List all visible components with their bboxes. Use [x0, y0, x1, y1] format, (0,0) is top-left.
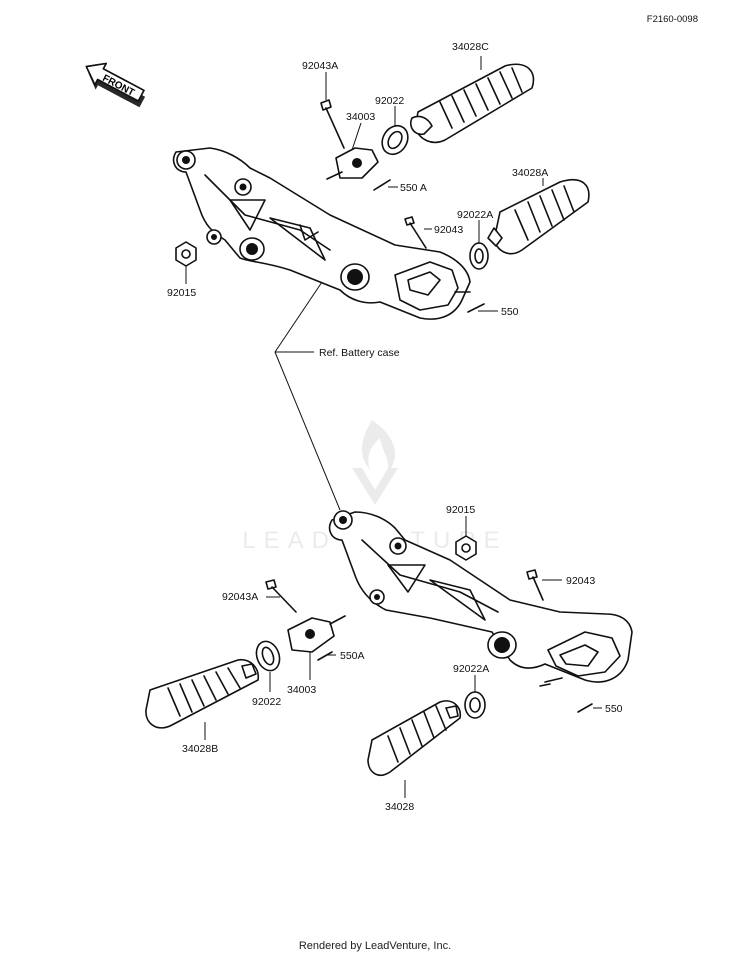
label-92043A-lower: 92043A	[222, 591, 258, 603]
label-34028C: 34028C	[452, 41, 489, 53]
lower-cotter-550A	[317, 651, 333, 661]
upper-pivot-34003	[326, 147, 379, 180]
lower-washer-92022	[255, 640, 281, 672]
upper-footpeg-rubber-34028C	[409, 63, 535, 144]
label-550A-upper: 550 A	[400, 182, 427, 194]
lower-bracket	[328, 510, 633, 687]
upper-nut-92015	[175, 241, 197, 267]
ref-battery-case-note: Ref. Battery case	[319, 347, 400, 359]
lower-footpeg-rubber-34028B	[145, 658, 260, 729]
lower-leaders	[204, 516, 602, 798]
label-92022-upper: 92022	[375, 95, 404, 107]
label-34003-lower: 34003	[287, 684, 316, 696]
lower-washer-92022A	[464, 691, 486, 719]
label-550A-lower: 550A	[340, 650, 365, 662]
label-92043-upper: 92043	[434, 224, 463, 236]
label-550-lower: 550	[605, 703, 623, 715]
label-92022A-upper: 92022A	[457, 209, 493, 221]
lower-nut-92015	[455, 535, 477, 561]
lower-pivot-34003	[287, 615, 346, 653]
upper-bolt-92043	[404, 216, 427, 249]
front-arrow-icon: FRONT	[85, 62, 146, 108]
upper-washer-92022	[381, 124, 409, 156]
label-34028: 34028	[385, 801, 414, 813]
label-92022A-lower: 92022A	[453, 663, 489, 675]
label-550-upper: 550	[501, 306, 519, 318]
label-34003-upper: 34003	[346, 111, 375, 123]
label-92043A-upper: 92043A	[302, 60, 338, 72]
label-92043-lower: 92043	[566, 575, 595, 587]
upper-bolt-92043A	[320, 99, 345, 149]
upper-bracket	[172, 147, 471, 320]
upper-cotter-550A	[373, 179, 391, 191]
label-92022-lower: 92022	[252, 696, 281, 708]
battery-case-reference-lines	[274, 281, 341, 511]
upper-leaders	[185, 56, 544, 312]
lower-bolt-92043A	[265, 579, 297, 613]
footer-credit: Rendered by LeadVenture, Inc.	[298, 940, 452, 952]
upper-cotter-550	[467, 303, 485, 313]
label-92015-upper: 92015	[167, 287, 196, 299]
upper-footpeg-rubber-34028A	[487, 178, 590, 255]
label-34028A: 34028A	[512, 167, 548, 179]
diagram-ref-code: F2160-0098	[646, 14, 698, 25]
label-34028B: 34028B	[182, 743, 218, 755]
upper-washer-92022A	[469, 242, 489, 270]
lower-bolt-92043	[526, 569, 544, 601]
lower-footpeg-rubber-34028	[367, 700, 462, 776]
label-92015-lower: 92015	[446, 504, 475, 516]
lower-cotter-550	[577, 703, 593, 713]
